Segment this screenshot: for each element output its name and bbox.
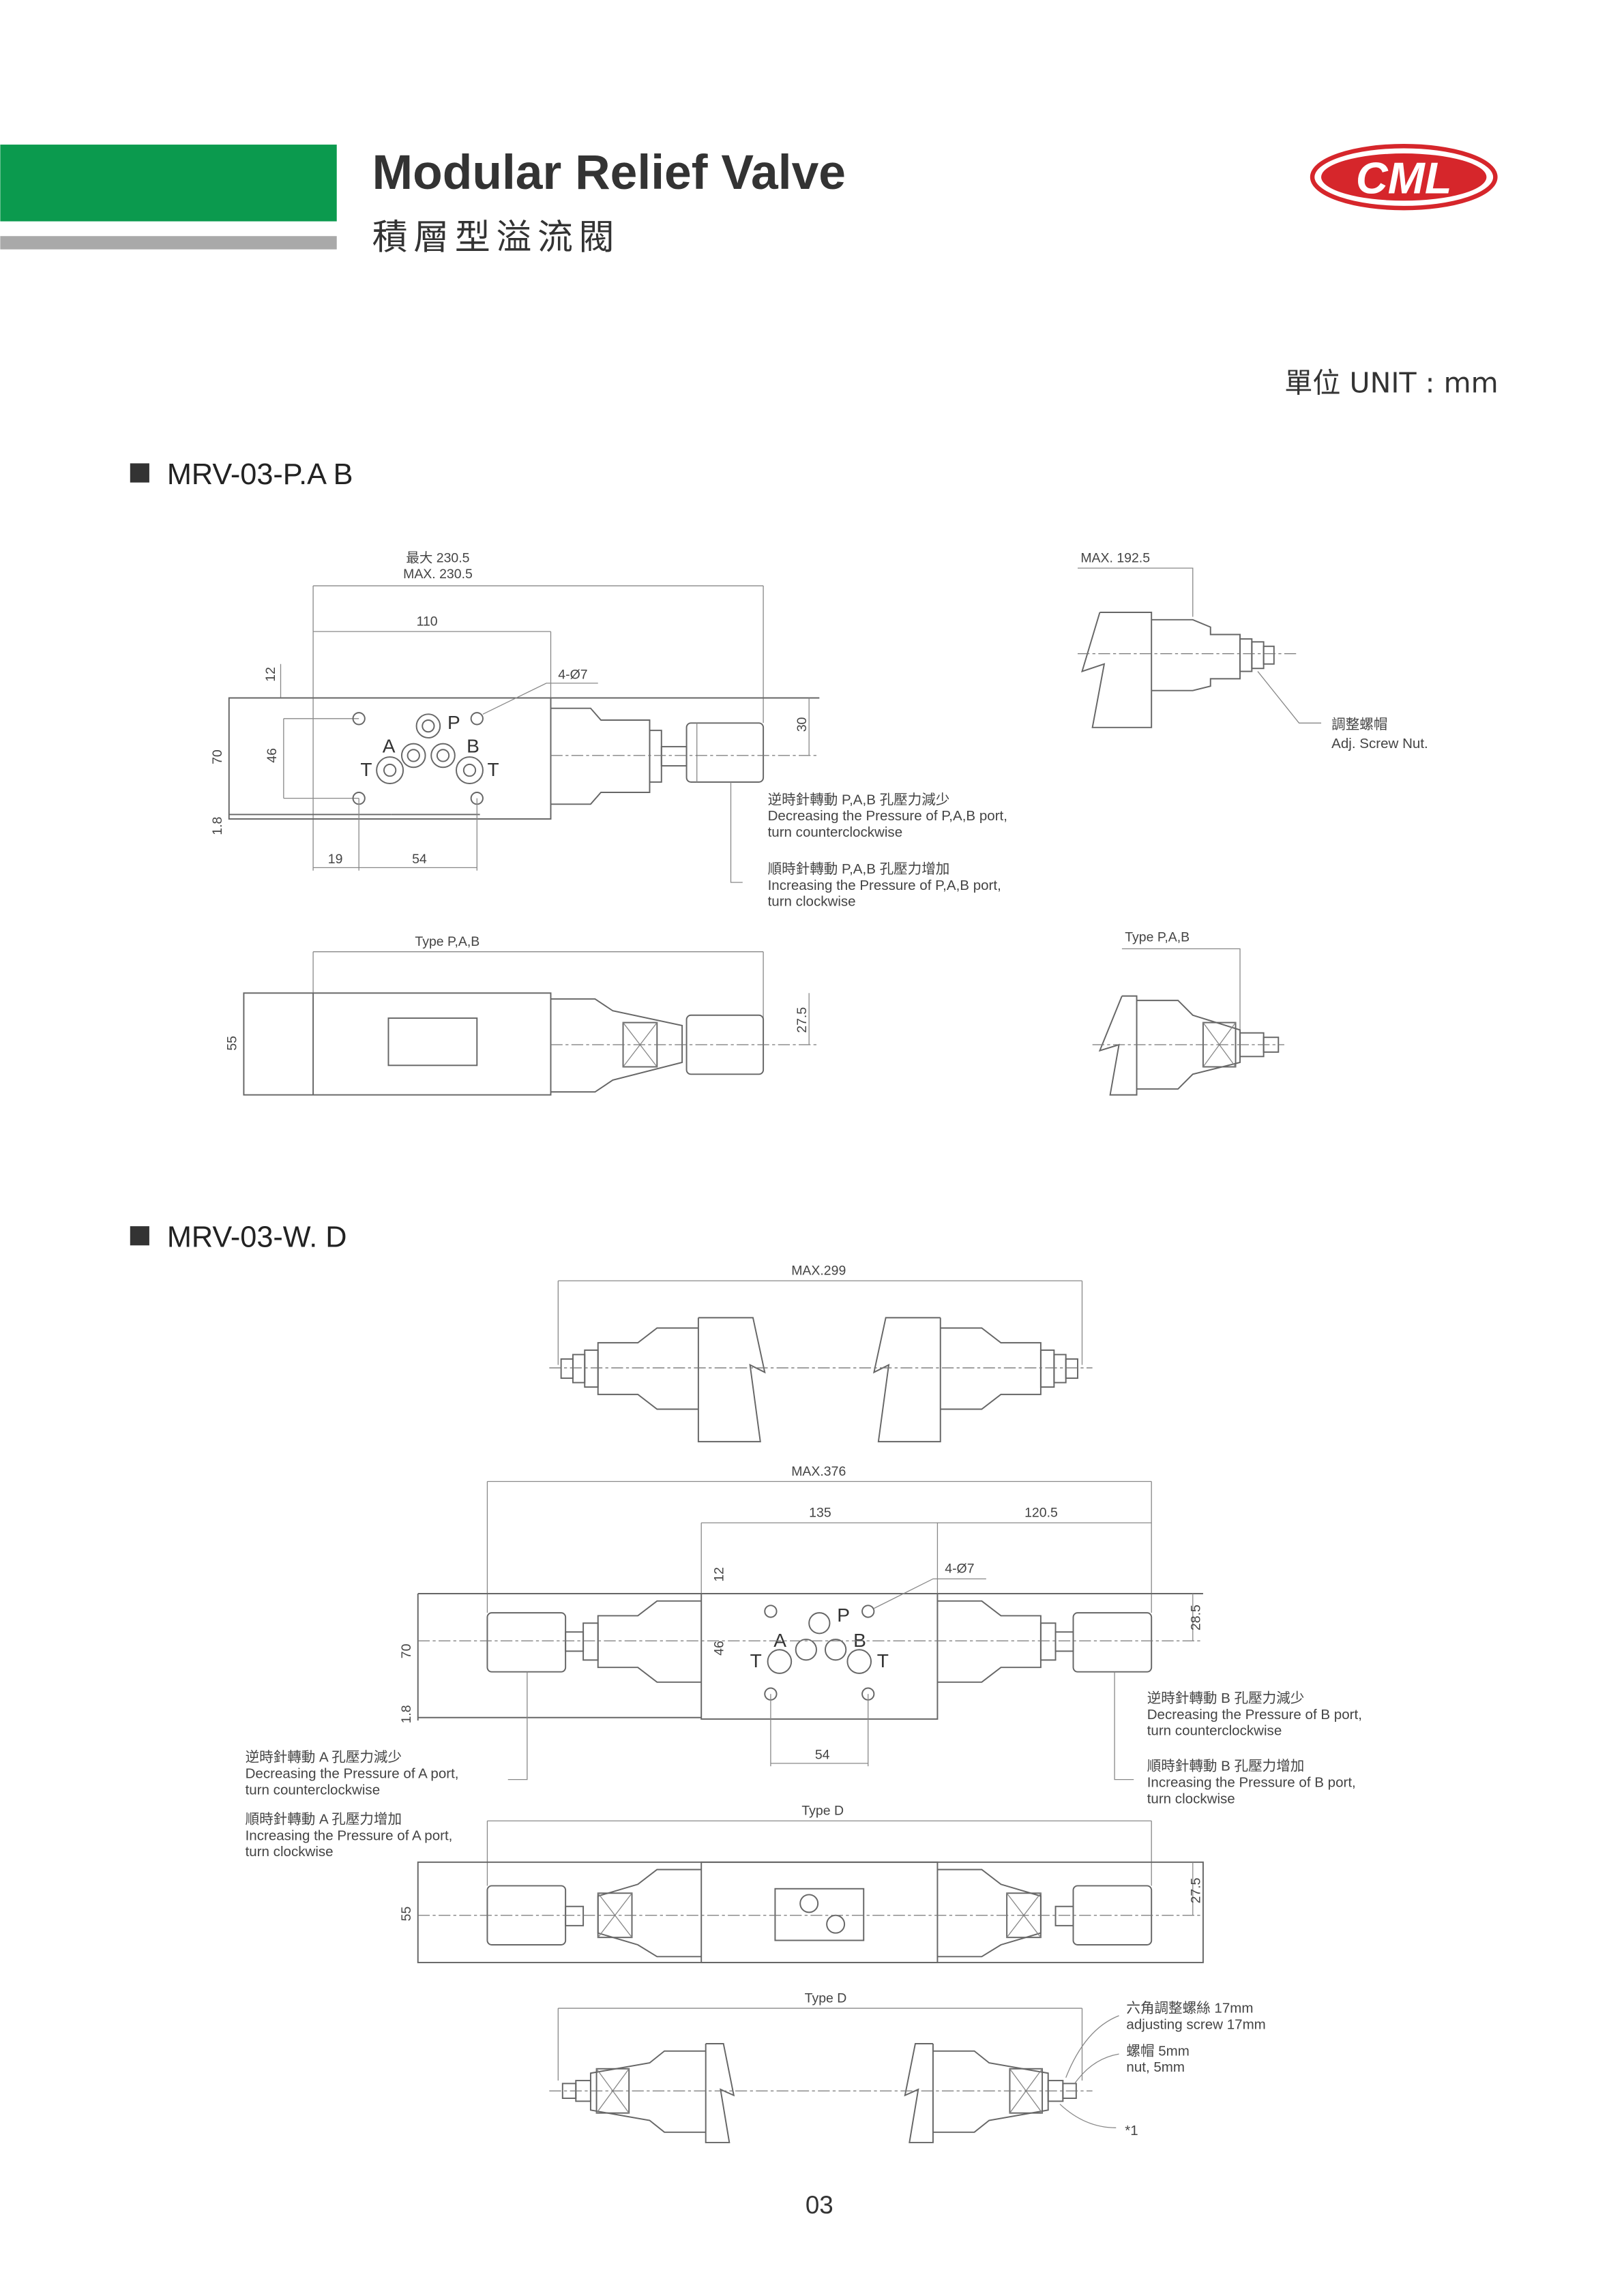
svg-text:Decreasing the Pressure of A p: Decreasing the Pressure of A port, (246, 1765, 459, 1781)
svg-text:Increasing the Pressure of A p: Increasing the Pressure of A port, (246, 1828, 453, 1843)
svg-text:P: P (837, 1605, 850, 1626)
svg-text:逆時針轉動 P,A,B 孔壓力減少: 逆時針轉動 P,A,B 孔壓力減少 (768, 792, 950, 807)
wd-notes: 逆時針轉動 A 孔壓力減少 Decreasing the Pressure of… (246, 1690, 1362, 1860)
cml-logo: CML (1310, 143, 1498, 211)
svg-text:順時針轉動 P,A,B 孔壓力增加: 順時針轉動 P,A,B 孔壓力增加 (768, 861, 950, 877)
svg-text:4-Ø7: 4-Ø7 (945, 1562, 974, 1577)
wd-front-view: Type D 55 27.5 (399, 1804, 1204, 1963)
page-subtitle: 積層型溢流閥 (372, 218, 620, 258)
section-bullet-icon (130, 463, 149, 483)
svg-text:B: B (853, 1630, 866, 1651)
svg-text:Type P,A,B: Type P,A,B (415, 934, 479, 949)
svg-text:19: 19 (328, 852, 343, 867)
pab-notes: 逆時針轉動 P,A,B 孔壓力減少 Decreasing the Pressur… (768, 792, 1007, 909)
svg-text:55: 55 (225, 1036, 240, 1051)
svg-text:調整螺帽: 調整螺帽 (1331, 717, 1387, 732)
svg-text:nut, 5mm: nut, 5mm (1126, 2059, 1185, 2075)
section2-title: MRV-03-W. D (167, 1221, 347, 1253)
svg-text:六角調整螺絲 17mm: 六角調整螺絲 17mm (1126, 2001, 1253, 2016)
svg-text:turn clockwise: turn clockwise (768, 894, 856, 910)
svg-text:逆時針轉動 A 孔壓力減少: 逆時針轉動 A 孔壓力減少 (246, 1750, 402, 1765)
wd-top-view: MAX.376 135 120.5 12 70 1.8 46 P A B T T… (399, 1464, 1204, 1780)
svg-text:T: T (877, 1650, 889, 1671)
wd-front-side-view: Type D 六角調整螺絲 17mm adjusting screw 17mm … (549, 1991, 1266, 2143)
svg-text:135: 135 (809, 1505, 831, 1520)
svg-text:Decreasing the Pressure of B p: Decreasing the Pressure of B port, (1147, 1707, 1362, 1723)
svg-text:54: 54 (815, 1747, 830, 1762)
unit-label: 單位 UNIT : mm (1284, 367, 1498, 400)
svg-text:Decreasing the Pressure of P,A: Decreasing the Pressure of P,A,B port, (768, 808, 1007, 824)
svg-text:MAX.376: MAX.376 (791, 1464, 846, 1479)
svg-text:Adj. Screw Nut.: Adj. Screw Nut. (1331, 736, 1428, 751)
pab-top-view: 最大 230.5 MAX. 230.5 110 12 70 46 1.8 P A… (210, 550, 820, 883)
page-title: Modular Relief Valve (372, 145, 846, 200)
pab-side-view: MAX. 192.5 調整螺帽 Adj. Screw Nut. (1077, 550, 1428, 751)
svg-text:P: P (447, 712, 460, 733)
svg-text:順時針轉動 A 孔壓力增加: 順時針轉動 A 孔壓力增加 (246, 1812, 402, 1828)
svg-text:28.5: 28.5 (1189, 1605, 1204, 1630)
svg-text:CML: CML (1356, 153, 1452, 203)
svg-text:turn counterclockwise: turn counterclockwise (768, 824, 903, 840)
page-number: 03 (806, 2191, 833, 2219)
svg-text:1.8: 1.8 (399, 1705, 414, 1723)
wd-side-view: MAX.299 (549, 1264, 1093, 1443)
green-header-bar (0, 145, 337, 222)
svg-text:Type D: Type D (801, 1804, 844, 1819)
svg-text:110: 110 (417, 614, 438, 629)
svg-text:螺帽 5mm: 螺帽 5mm (1126, 2043, 1189, 2059)
svg-text:Increasing the Pressure of P,: Increasing the Pressure of P,A,B port, (768, 878, 1001, 893)
svg-text:46: 46 (265, 748, 280, 763)
svg-text:1.8: 1.8 (210, 817, 225, 835)
svg-text:70: 70 (399, 1643, 414, 1658)
section-bullet-icon (130, 1226, 149, 1246)
svg-text:MAX. 230.5: MAX. 230.5 (403, 567, 473, 582)
svg-text:turn counterclockwise: turn counterclockwise (1147, 1723, 1282, 1739)
svg-text:120.5: 120.5 (1024, 1505, 1058, 1520)
svg-text:逆時針轉動 B 孔壓力減少: 逆時針轉動 B 孔壓力減少 (1147, 1690, 1305, 1706)
svg-text:T: T (750, 1650, 762, 1671)
svg-text:MAX. 192.5: MAX. 192.5 (1080, 550, 1150, 565)
svg-text:12: 12 (263, 667, 278, 682)
svg-text:70: 70 (210, 749, 225, 764)
pab-front-side-view: Type P,A,B (1092, 930, 1284, 1096)
svg-text:turn clockwise: turn clockwise (246, 1844, 334, 1860)
svg-text:turn counterclockwise: turn counterclockwise (246, 1782, 381, 1798)
svg-text:54: 54 (412, 852, 427, 867)
svg-text:最大 230.5: 最大 230.5 (406, 550, 469, 565)
svg-text:MAX.299: MAX.299 (791, 1264, 846, 1279)
svg-text:30: 30 (795, 717, 810, 732)
svg-text:12: 12 (712, 1567, 727, 1582)
svg-text:55: 55 (399, 1907, 414, 1922)
svg-text:turn clockwise: turn clockwise (1147, 1791, 1235, 1806)
svg-text:27.5: 27.5 (1189, 1877, 1204, 1903)
gray-header-bar (0, 236, 337, 250)
svg-text:Increasing the Pressure of B p: Increasing the Pressure of B port, (1147, 1774, 1356, 1790)
svg-text:T: T (487, 759, 499, 780)
svg-text:Type D: Type D (805, 1991, 847, 2006)
svg-text:adjusting screw 17mm: adjusting screw 17mm (1126, 2016, 1265, 2032)
svg-text:27.5: 27.5 (795, 1007, 810, 1033)
pab-front-view: Type P,A,B 55 27.5 (225, 934, 820, 1096)
svg-text:*1: *1 (1125, 2123, 1138, 2138)
svg-text:46: 46 (712, 1641, 727, 1656)
svg-text:A: A (773, 1630, 786, 1651)
svg-text:順時針轉動 B 孔壓力增加: 順時針轉動 B 孔壓力增加 (1147, 1759, 1305, 1774)
svg-text:4-Ø7: 4-Ø7 (558, 667, 587, 682)
svg-text:B: B (467, 736, 479, 757)
svg-text:Type P,A,B: Type P,A,B (1125, 930, 1190, 945)
section1-title: MRV-03-P.A B (167, 458, 353, 491)
svg-text:A: A (383, 736, 396, 757)
svg-text:T: T (360, 759, 372, 780)
